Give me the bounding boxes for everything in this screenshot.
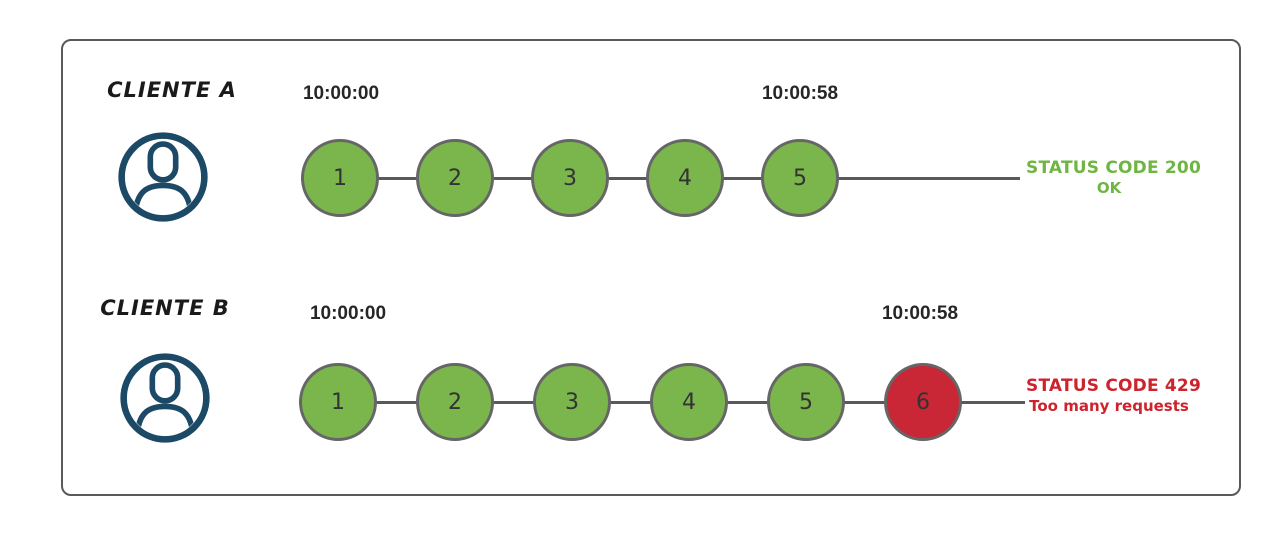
request-node: 5 xyxy=(767,363,845,441)
request-nodes: 1 2 3 4 5 6 xyxy=(299,363,1025,441)
request-node: 3 xyxy=(531,139,609,217)
status-code-text: STATUS CODE 429 xyxy=(1026,376,1201,396)
user-icon xyxy=(118,132,208,222)
request-node: 4 xyxy=(650,363,728,441)
timeline-client-a: 1 2 3 4 5 xyxy=(301,139,1020,217)
request-node: 2 xyxy=(416,139,494,217)
status-message-text: OK xyxy=(1096,179,1122,198)
window-start-time: 10:00:00 xyxy=(302,83,380,104)
status-result-client-a: STATUS CODE 200 OK xyxy=(1026,158,1201,198)
user-icon xyxy=(120,353,210,443)
request-node: 1 xyxy=(301,139,379,217)
timeline-client-b: 1 2 3 4 5 6 xyxy=(299,363,1025,441)
request-node: 1 xyxy=(299,363,377,441)
status-result-client-b: STATUS CODE 429 Too many requests xyxy=(1026,376,1201,416)
client-a-label: CLIENTE A xyxy=(107,78,237,102)
request-node: 3 xyxy=(533,363,611,441)
window-end-time: 10:00:58 xyxy=(761,83,839,104)
window-start-time: 10:00:00 xyxy=(309,303,387,324)
diagram-box xyxy=(61,39,1241,496)
request-node: 2 xyxy=(416,363,494,441)
request-node-rate-limited: 6 xyxy=(884,363,962,441)
request-node: 5 xyxy=(761,139,839,217)
request-nodes: 1 2 3 4 5 xyxy=(301,139,1020,217)
status-message-text: Too many requests xyxy=(1029,397,1189,416)
request-node: 4 xyxy=(646,139,724,217)
status-code-text: STATUS CODE 200 xyxy=(1026,158,1201,178)
client-b-label: CLIENTE B xyxy=(100,296,230,320)
window-end-time: 10:00:58 xyxy=(881,303,959,324)
